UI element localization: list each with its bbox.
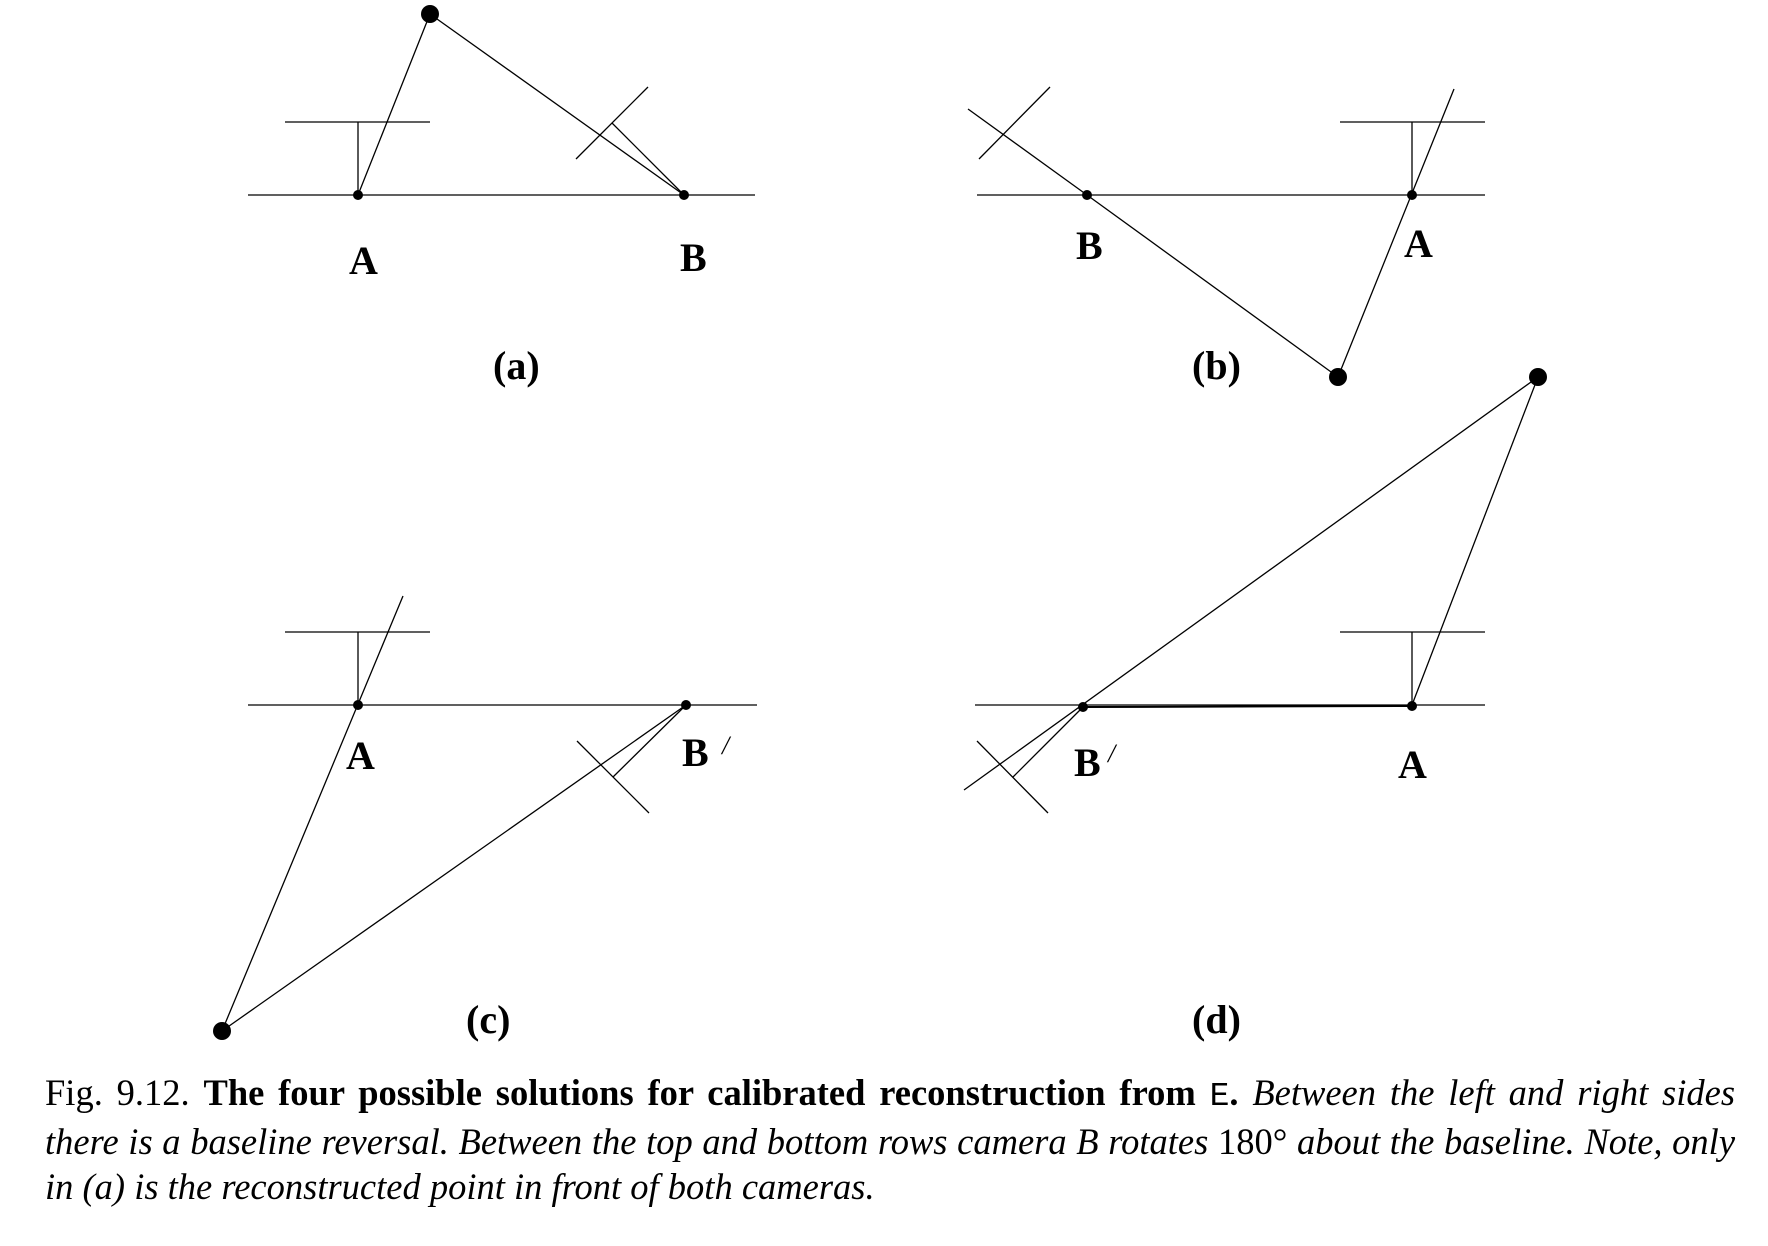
ray-a bbox=[1337, 88, 1455, 378]
baseline-segment bbox=[1082, 705, 1413, 708]
panel-c bbox=[221, 595, 757, 1032]
figure-caption: Fig. 9.12. The four possible solutions f… bbox=[45, 1070, 1735, 1209]
prime-mark: / bbox=[720, 731, 732, 760]
ray-b bbox=[963, 376, 1539, 791]
label-camera-b: B bbox=[680, 235, 707, 280]
ray-b bbox=[1086, 194, 1339, 378]
label-camera-a: A bbox=[346, 733, 375, 778]
ray-a bbox=[1411, 376, 1539, 706]
camera-centre-b bbox=[681, 700, 691, 710]
camera-centre-a bbox=[1407, 701, 1417, 711]
point-x-c bbox=[213, 1022, 231, 1040]
point-x-a bbox=[421, 5, 439, 23]
principal-axis-b bbox=[967, 108, 1088, 196]
camera-centre-b bbox=[1082, 190, 1092, 200]
principal-axis-b bbox=[611, 122, 685, 196]
label-camera-b: B bbox=[1074, 740, 1101, 785]
camera-centre-a bbox=[353, 190, 363, 200]
caption-title-end: . bbox=[1229, 1072, 1239, 1113]
prime-mark: / bbox=[1106, 739, 1118, 768]
principal-axis-b bbox=[1012, 706, 1084, 778]
caption-number: Fig. 9.12. bbox=[45, 1072, 190, 1113]
panel-label-c: (c) bbox=[466, 997, 510, 1042]
caption-title: The four possible solutions for calibrat… bbox=[203, 1072, 1196, 1113]
image-plane-b bbox=[978, 86, 1051, 160]
panel-label-b: (b) bbox=[1192, 343, 1241, 388]
caption-body-2: about the baseline. Note, only in (a) is… bbox=[45, 1121, 1736, 1207]
panel-label-d: (d) bbox=[1192, 997, 1241, 1042]
panel-a bbox=[248, 13, 755, 196]
panel-b bbox=[967, 86, 1485, 378]
camera-centre-a bbox=[1407, 190, 1417, 200]
ray-a bbox=[221, 595, 404, 1032]
caption-body-1: Between the left and right sides there i… bbox=[45, 1072, 1736, 1162]
caption-symbol: E bbox=[1209, 1078, 1230, 1115]
label-camera-b: B bbox=[1076, 223, 1103, 268]
principal-axis-b bbox=[612, 704, 687, 778]
label-camera-b: B bbox=[682, 730, 709, 775]
caption-angle: 180° bbox=[1217, 1121, 1288, 1162]
panel-d bbox=[963, 376, 1539, 814]
label-camera-a: A bbox=[1404, 221, 1433, 266]
panel-label-a: (a) bbox=[493, 343, 540, 388]
label-camera-a: A bbox=[1398, 742, 1427, 787]
ray-b bbox=[429, 13, 685, 196]
label-camera-a: A bbox=[349, 238, 378, 283]
image-plane-b bbox=[976, 740, 1049, 814]
ray-b bbox=[221, 704, 687, 1032]
camera-centre-a bbox=[353, 700, 363, 710]
point-x-d bbox=[1529, 368, 1547, 386]
camera-centre-b bbox=[1078, 702, 1088, 712]
point-x-b bbox=[1329, 368, 1347, 386]
ray-a bbox=[357, 13, 431, 196]
camera-centre-b bbox=[679, 190, 689, 200]
